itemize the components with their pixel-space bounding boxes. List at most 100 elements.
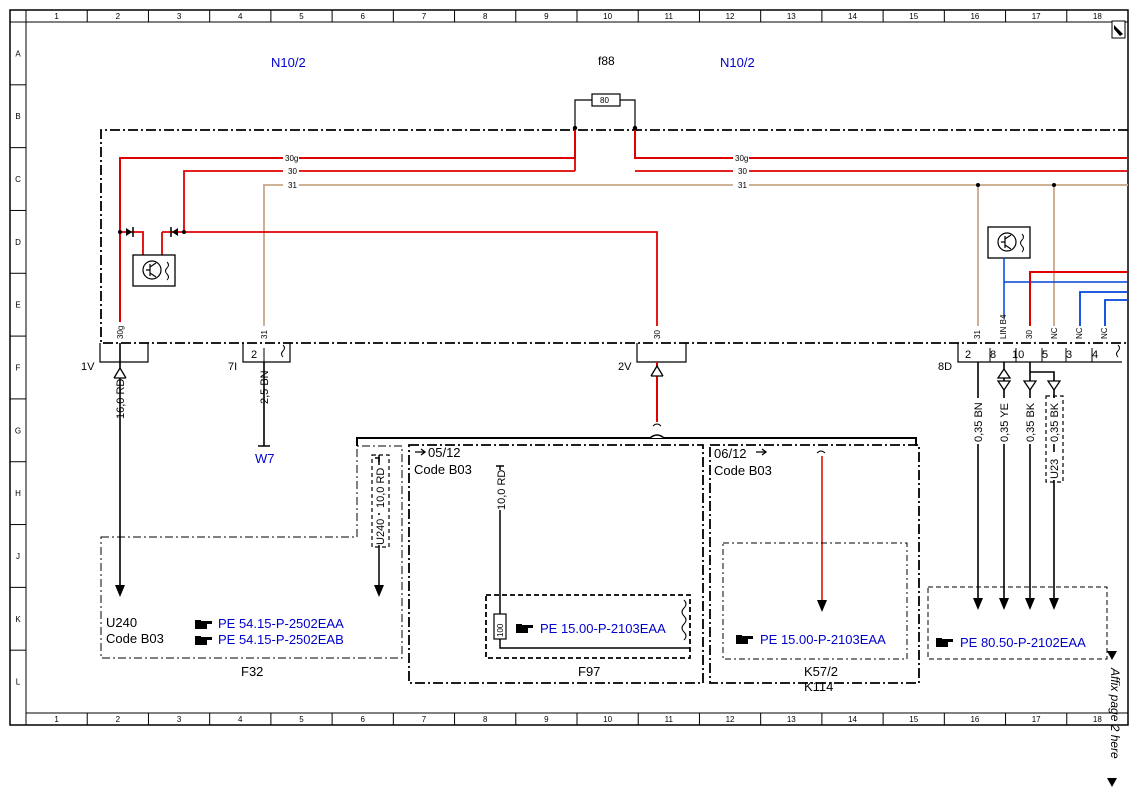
n10-2-label-right: N10/2: [720, 55, 755, 70]
ref-link-1[interactable]: PE 54.15-P-2502EAA: [218, 616, 344, 631]
svg-text:0,35 YE: 0,35 YE: [999, 403, 1011, 442]
k114-label: K114: [804, 679, 833, 694]
wire-30-to-2v: [120, 231, 658, 340]
f97-boundary: [408, 444, 704, 684]
f32-boundary: [100, 445, 403, 659]
svg-text:0,35 BK: 0,35 BK: [1025, 402, 1037, 442]
svg-text:5: 5: [1042, 349, 1048, 361]
svg-text:31: 31: [973, 330, 982, 339]
grid-col-label: 16: [970, 12, 979, 21]
svg-text:06/12: 06/12: [714, 446, 747, 461]
grid-col-label: 11: [665, 12, 674, 21]
grid-row-label: E: [15, 301, 20, 310]
u240-harness: [371, 454, 390, 548]
svg-text:Code B03: Code B03: [414, 462, 472, 477]
ref-link-4[interactable]: PE 15.00-P-2103EAA: [760, 632, 886, 647]
svg-text:2: 2: [965, 349, 971, 361]
svg-text:30g: 30g: [116, 326, 125, 339]
grid-row-label: C: [15, 175, 21, 184]
wire-31: [263, 184, 1128, 340]
k57-2-inner: [722, 542, 908, 660]
ref-link-2[interactable]: PE 54.15-P-2502EAB: [218, 632, 344, 647]
pointer-icon: [936, 638, 953, 647]
svg-text:U23: U23: [1049, 459, 1061, 479]
grid-col-label: 4: [238, 715, 243, 724]
u23-harness: [1045, 395, 1064, 483]
grid-col-label: 1: [54, 715, 59, 724]
grid-row-label: L: [16, 678, 21, 687]
svg-text:NC: NC: [1050, 327, 1059, 339]
svg-text:31: 31: [288, 181, 297, 190]
grid-labels: 1122334455667788991010111112121313141415…: [10, 10, 1102, 725]
grid-col-label: 15: [909, 715, 918, 724]
frame-outer: [9, 9, 1129, 726]
grid-col-label: 8: [483, 12, 488, 21]
k57-2-boundary: [709, 444, 920, 684]
svg-text:2: 2: [251, 349, 257, 361]
diode-1: [126, 227, 134, 237]
page-corner-icon: [1111, 20, 1126, 39]
frame-inner: [25, 21, 1129, 714]
grid-col-label: 5: [299, 12, 304, 21]
svg-text:80: 80: [600, 96, 609, 105]
grid-row-label: B: [15, 112, 20, 121]
grid-row-label: J: [16, 552, 20, 561]
grid-col-label: 13: [787, 715, 796, 724]
affix-note: Affix page 2 here: [1108, 667, 1122, 759]
svg-text:NC: NC: [1075, 327, 1084, 339]
pointer-icon: [195, 620, 212, 629]
ref-box-8050: [927, 586, 1108, 660]
triangle-marker-icon: [1107, 651, 1117, 660]
n10-2-label-left: N10/2: [271, 55, 306, 70]
svg-text:Code B03: Code B03: [714, 463, 772, 478]
grid-col-label: 7: [422, 12, 427, 21]
grid-col-label: 14: [848, 715, 857, 724]
grid-col-label: 3: [177, 12, 182, 21]
grid-col-label: 9: [544, 715, 549, 724]
grid-row-label: A: [15, 49, 21, 58]
svg-text:30g: 30g: [735, 154, 748, 163]
transistor-icon-right: [987, 226, 1031, 259]
grid-row-label: K: [15, 615, 21, 624]
connector-2v: 2V: [618, 361, 632, 373]
grid-row-label: F: [16, 364, 21, 373]
grid-col-label: 5: [299, 715, 304, 724]
svg-text:U240: U240: [106, 615, 137, 630]
svg-text:10,0 RD: 10,0 RD: [496, 470, 508, 510]
ref-link-3[interactable]: PE 15.00-P-2103EAA: [540, 621, 666, 636]
grid-col-label: 13: [787, 12, 796, 21]
svg-text:30: 30: [1025, 330, 1034, 339]
svg-text:8: 8: [990, 349, 996, 361]
grid-col-label: 17: [1032, 12, 1041, 21]
svg-text:Code B03: Code B03: [106, 631, 164, 646]
grid-col-label: 3: [177, 715, 182, 724]
svg-text:2,5 BN: 2,5 BN: [259, 370, 271, 404]
svg-text:100: 100: [496, 623, 505, 637]
grid-col-label: 2: [116, 12, 121, 21]
grid-col-label: 10: [603, 12, 612, 21]
wire-30: [183, 170, 1128, 232]
svg-text:16,0 RD: 16,0 RD: [115, 379, 127, 419]
grid-col-label: 18: [1093, 715, 1102, 724]
svg-text:30: 30: [738, 167, 747, 176]
transistor-icon-left: [132, 254, 176, 287]
grid-col-label: 15: [909, 12, 918, 21]
svg-text:30g: 30g: [285, 154, 298, 163]
grid-row-label: D: [15, 238, 21, 247]
grid-col-label: 18: [1093, 12, 1102, 21]
fuse-f88: 80: [572, 93, 638, 131]
grid-col-label: 10: [603, 715, 612, 724]
n10-2-boundary: [100, 129, 1128, 344]
svg-text:31: 31: [260, 330, 269, 339]
grid-col-label: 8: [483, 715, 488, 724]
grid-col-label: 1: [54, 12, 59, 21]
pointer-icon: [736, 635, 753, 644]
f97-label: F97: [578, 664, 600, 679]
svg-text:0,35 BK: 0,35 BK: [1049, 402, 1061, 442]
grid-col-label: 6: [360, 12, 365, 21]
grid-col-label: 16: [970, 715, 979, 724]
svg-text:31: 31: [738, 181, 747, 190]
ref-link-5[interactable]: PE 80.50-P-2102EAA: [960, 635, 1086, 650]
grid-col-label: 11: [665, 715, 674, 724]
